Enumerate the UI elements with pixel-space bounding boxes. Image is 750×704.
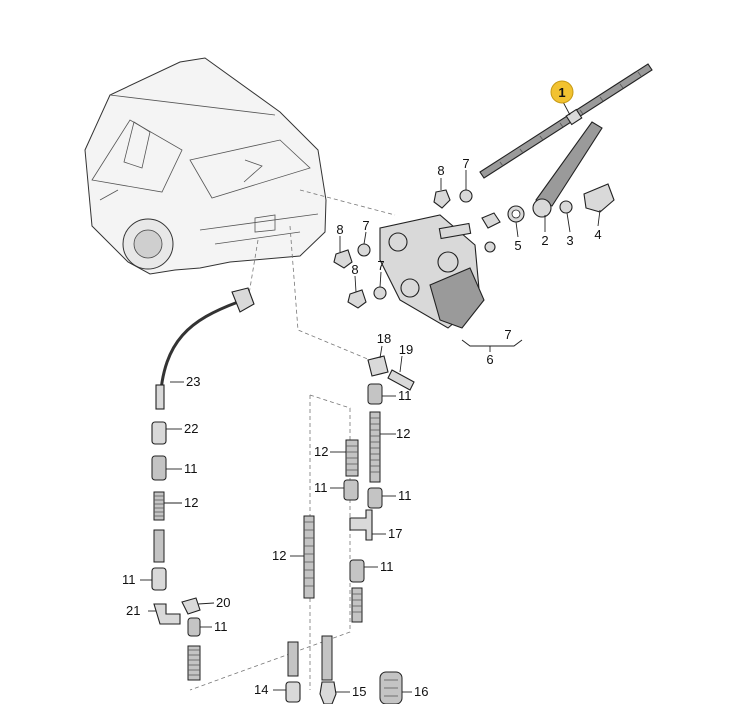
leader-car-to-nozzle: [289, 225, 371, 361]
hose-assembly-left: [151, 287, 255, 681]
wiper-arm: [532, 121, 603, 218]
car-illustration: [84, 57, 327, 275]
washer-7-low: [373, 286, 387, 300]
callout-11-right-low[interactable]: 11: [380, 559, 394, 574]
wiper-blade: [479, 63, 653, 179]
callout-7-bracket[interactable]: 7: [504, 327, 511, 342]
callout-1-highlight: [550, 80, 574, 104]
callout-20[interactable]: 20: [216, 595, 230, 610]
callout-18[interactable]: 18: [377, 331, 391, 346]
callout-12-long[interactable]: 12: [272, 548, 286, 563]
callout-11-left-bottom[interactable]: 11: [214, 619, 228, 634]
callout-19[interactable]: 19: [399, 342, 413, 357]
callout-16[interactable]: 16: [414, 684, 428, 699]
washer-7-top: [459, 189, 473, 203]
callout-8-mid[interactable]: 8: [336, 222, 343, 237]
wiper-motor: [379, 214, 485, 329]
wiper-arm-cover: [583, 183, 615, 213]
callout-12-left[interactable]: 12: [184, 495, 198, 510]
callout-6[interactable]: 6: [486, 352, 493, 367]
leader-car-to-hose: [247, 239, 259, 301]
bolt-8-mid: [333, 249, 353, 269]
callout-11-left-upper[interactable]: 11: [184, 461, 198, 476]
washer-7-right: [484, 241, 496, 253]
callout-17[interactable]: 17: [388, 526, 402, 541]
callout-22[interactable]: 22: [184, 421, 198, 436]
callout-1[interactable]: 1: [558, 85, 565, 100]
hose-assembly-middle: [285, 515, 403, 704]
callout-2[interactable]: 2: [541, 233, 548, 248]
callout-23[interactable]: 23: [186, 374, 200, 389]
callout-15[interactable]: 15: [352, 684, 366, 699]
callout-5[interactable]: 5: [514, 238, 521, 253]
bolt-8-low: [347, 289, 367, 309]
callout-8-low[interactable]: 8: [351, 262, 358, 277]
callout-8-top[interactable]: 8: [437, 163, 444, 178]
wiper-arm-cap: [559, 200, 573, 214]
callout-11-right-top[interactable]: 11: [398, 388, 412, 403]
callout-12-right[interactable]: 12: [396, 426, 410, 441]
callout-7-low[interactable]: 7: [377, 258, 384, 273]
callout-7-mid[interactable]: 7: [362, 218, 369, 233]
callout-4[interactable]: 4: [594, 227, 601, 242]
bolt-8-top: [433, 189, 451, 209]
callout-21[interactable]: 21: [126, 603, 140, 618]
group-bracket-6: [461, 339, 523, 347]
callout-11-mid[interactable]: 11: [314, 480, 328, 495]
callout-11-left-lower[interactable]: 11: [122, 572, 136, 587]
washer-7-mid: [357, 243, 371, 257]
leader-car-to-motor: [299, 189, 396, 216]
callout-14[interactable]: 14: [254, 682, 268, 697]
leader-lines: [140, 99, 601, 693]
callout-11-right-mid[interactable]: 11: [398, 488, 412, 503]
callout-labels: 1 2 3 4 5 6 7 7 7 7 8 8 8 11 11 11 11 11…: [122, 85, 602, 699]
callout-12-mid[interactable]: 12: [314, 444, 328, 459]
callout-3[interactable]: 3: [566, 233, 573, 248]
hose-assembly-right: [343, 355, 415, 623]
callout-7-top[interactable]: 7: [462, 156, 469, 171]
